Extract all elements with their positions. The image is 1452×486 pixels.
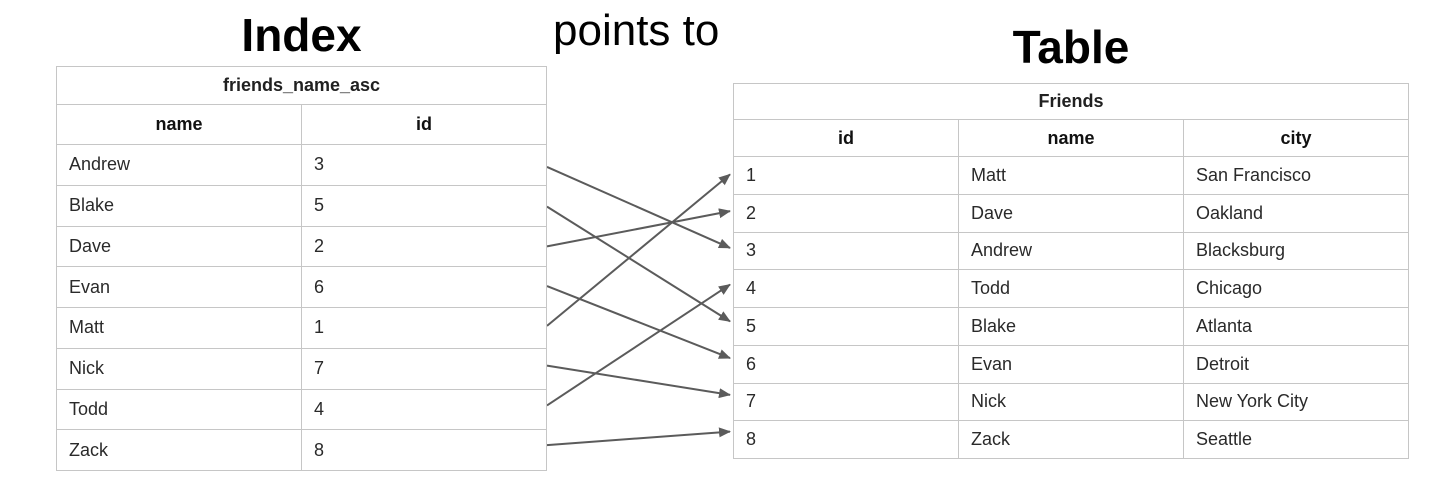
table-cell: 2: [301, 225, 547, 268]
table-cell: 7: [301, 347, 547, 390]
points-to-label: points to: [553, 6, 720, 55]
pointer-arrow: [546, 364, 731, 399]
table-cell: 4: [733, 269, 959, 308]
pointer-arrow: [546, 173, 731, 327]
table-cell: 3: [733, 231, 959, 271]
table-cell: Todd: [56, 388, 302, 431]
pointer-arrow: [546, 427, 731, 447]
table-cell: Evan: [958, 344, 1184, 384]
index_table-column-header: name: [56, 104, 302, 145]
table-cell: 1: [301, 307, 547, 349]
table-cell: Matt: [958, 156, 1184, 195]
friends_table-title: Friends: [733, 83, 1409, 120]
table-cell: Oakland: [1183, 193, 1409, 233]
table-cell: Dave: [958, 193, 1184, 233]
table-cell: New York City: [1183, 382, 1409, 422]
table-cell: Zack: [958, 420, 1184, 459]
table-cell: 1: [733, 156, 959, 195]
table-cell: Matt: [56, 307, 302, 349]
index_table-column-header: id: [301, 104, 547, 145]
table-cell: Seattle: [1183, 420, 1409, 459]
friends_table-column-header: city: [1183, 119, 1409, 157]
index-heading: Index: [241, 9, 362, 61]
table-cell: Zack: [56, 429, 302, 471]
table-cell: 6: [733, 344, 959, 384]
table-cell: 6: [301, 266, 547, 308]
table-cell: San Francisco: [1183, 156, 1409, 195]
table-cell: Nick: [56, 347, 302, 390]
table-cell: 4: [301, 388, 547, 431]
table-cell: 3: [301, 144, 547, 186]
table-cell: Andrew: [56, 144, 302, 186]
table-cell: Dave: [56, 225, 302, 268]
table-cell: Nick: [958, 382, 1184, 422]
table-cell: Evan: [56, 266, 302, 308]
table-cell: Chicago: [1183, 269, 1409, 308]
pointer-arrow: [546, 208, 731, 248]
table-cell: Atlanta: [1183, 307, 1409, 346]
pointer-arrow: [546, 205, 731, 323]
table-cell: Blacksburg: [1183, 231, 1409, 271]
table-cell: 8: [301, 429, 547, 471]
table-cell: 7: [733, 382, 959, 422]
table-cell: 5: [301, 184, 547, 227]
pointer-arrow: [546, 165, 731, 249]
table-heading: Table: [1012, 21, 1130, 73]
table-cell: 8: [733, 420, 959, 459]
table-cell: Andrew: [958, 231, 1184, 271]
table-cell: 5: [733, 307, 959, 346]
index_table-title: friends_name_asc: [56, 66, 547, 105]
table-cell: Detroit: [1183, 344, 1409, 384]
friends_table-column-header: name: [958, 119, 1184, 157]
pointer-arrow: [546, 285, 731, 360]
table-cell: Blake: [958, 307, 1184, 346]
friends_table-column-header: id: [733, 119, 959, 157]
table-cell: Todd: [958, 269, 1184, 308]
table-cell: Blake: [56, 184, 302, 227]
table-cell: 2: [733, 193, 959, 233]
pointer-arrow: [546, 283, 731, 407]
